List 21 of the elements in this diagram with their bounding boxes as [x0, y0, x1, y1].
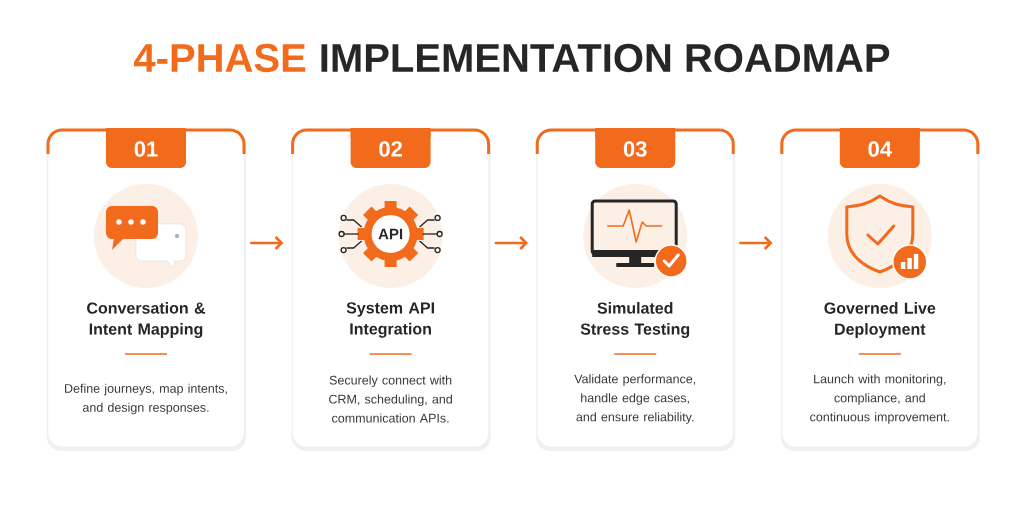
card-heading: Simulated Stress Testing [580, 302, 690, 338]
card-description: Define journeys, map intents, and design responses. [65, 383, 227, 415]
arrow [739, 236, 773, 250]
number-badge: 03 [595, 128, 676, 168]
gear-label: API [378, 228, 403, 240]
card-heading: Conversation & Intent Mapping [87, 302, 206, 338]
number-badge: 02 [350, 128, 431, 168]
title: 4-PHASE IMPLEMENTATION ROADMAP [134, 43, 890, 73]
arrow [494, 236, 528, 250]
card-description: Launch with monitoring, compliance, and continuous improvement. [810, 374, 949, 424]
arrow [249, 236, 284, 250]
card-heading: System API Integration [346, 302, 434, 338]
card-description: Securely connect with CRM, scheduling, and communication APIs. [329, 375, 452, 423]
card-heading: Governed Live Deployment [824, 302, 936, 338]
number-badge: 01 [106, 128, 186, 168]
card [535, 128, 736, 451]
card [46, 128, 246, 451]
card-description: Validate performance, handle edge cases, and ensure reliability. [574, 374, 696, 424]
card [291, 128, 491, 451]
card [780, 128, 980, 451]
number-badge: 04 [839, 128, 920, 168]
